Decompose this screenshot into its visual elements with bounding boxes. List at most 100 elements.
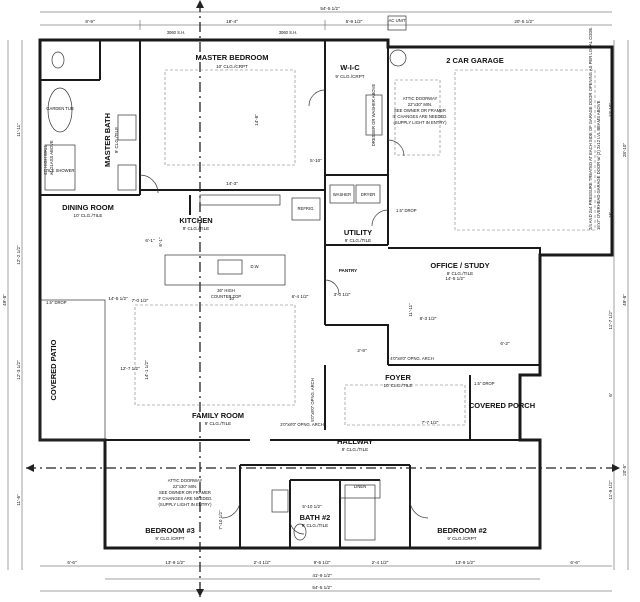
room-office-sub: 9' CLG./TILE <box>447 271 473 276</box>
tub-icon <box>344 484 376 541</box>
bottom-dim-2: 13'-9 1/2" <box>165 560 185 565</box>
garden-tub <box>47 87 73 133</box>
inner-dim: 12'-7 1/2" <box>120 366 140 371</box>
bottom-dim-4: 9'-5 1/2" <box>314 560 331 565</box>
interior-walls <box>40 40 541 548</box>
garage-attic-note: (SUPPLY LIGHT IN ENTRY) <box>394 120 448 125</box>
drop-label: 1.5" DROP <box>474 381 495 386</box>
overall-width-label: 54'-5 1/2" <box>320 6 340 11</box>
bottom-dim-6: 13'-9 1/2" <box>455 560 475 565</box>
right-total-3: 20'-5" <box>622 464 627 476</box>
door-swings <box>139 89 429 535</box>
room-pantry: PANTRY <box>339 268 357 273</box>
drop-label: 1.5" DROP <box>396 208 417 213</box>
inner-dim: 7'-0 1/2" <box>132 298 149 303</box>
ac-unit-label: AC UNIT <box>389 18 406 23</box>
room-dining-sub: 10' CLG./TILE <box>74 213 103 218</box>
top-dim-2: 18'-4" <box>226 19 238 24</box>
room-wic-sub: 9' CLG./CRPT <box>335 74 364 79</box>
sink-icon <box>217 259 243 275</box>
room-master-bath-sub: 9' CLG./TILE <box>114 127 119 153</box>
linen-closet <box>339 479 381 499</box>
washer-icon <box>329 184 355 204</box>
room-foyer-sub: 10' CLG./TILE <box>384 383 413 388</box>
dryer-icon <box>355 184 381 204</box>
inner-dim: 7'-7 1/2" <box>422 420 439 425</box>
room-bath-2-sub: 9' CLG./TILE <box>302 523 328 528</box>
room-kitchen-sub: 9' CLG./TILE <box>183 226 209 231</box>
bottom-overall-width: 54'-5 1/2" <box>312 585 332 590</box>
bedroom-attic-note: ATTIC DOORWAY <box>168 478 203 483</box>
inner-dim: 3'-0 1/2" <box>334 292 351 297</box>
kitchen-counter <box>199 194 281 206</box>
room-kitchen: KITCHEN <box>179 216 212 225</box>
room-covered-porch: COVERED PORCH <box>469 401 535 410</box>
top-dim-1: 8'-9" <box>85 19 95 24</box>
family-opening-note: 5'0"x8'0" OPNG. ARCH <box>310 378 315 421</box>
refrigerator-icon <box>291 197 321 221</box>
shower-icon <box>44 144 76 191</box>
counter-note: 36" HIGH <box>217 288 235 293</box>
right-dim-5: 11'-9 1/2" <box>608 480 613 499</box>
inner-dim: 14'-8" <box>254 114 259 126</box>
inner-dim: 2'-8" <box>357 348 367 353</box>
inner-dimensions: 14'-3" 14'-8" 14'-5 1/2" 5'-10" 10' 6'-1… <box>108 114 510 530</box>
refrig-label: REFRIG. <box>298 206 315 211</box>
inner-dim: 6'-4 1/2" <box>292 294 309 299</box>
toilet-icon <box>51 51 65 69</box>
room-labels: MASTER BEDROOM 10' CLG./CRPT W-I-C 9' CL… <box>49 53 535 541</box>
bottom-dim-7: 6'-6" <box>570 560 580 565</box>
inner-dim: 5'-10" <box>310 158 322 163</box>
room-garage: 2 CAR GARAGE <box>446 56 504 65</box>
room-bedroom-2-sub: 9' CLG./CRPT <box>447 536 476 541</box>
bottom-dim-5: 2'-4 1/2" <box>372 560 389 565</box>
dresser-label: DRESSER OR WASHER ABOVE <box>371 84 376 147</box>
room-bedroom-2: BEDROOM #2 <box>437 526 487 535</box>
garage-beam-note: 2/4 AND 2x4 PRESSURE TREATED AT EACH SID… <box>588 27 593 230</box>
room-bedroom-3: BEDROOM #3 <box>145 526 195 535</box>
water-heater-icon <box>389 49 407 67</box>
garage-attic-note: 22"x30" MIN. <box>408 102 432 107</box>
linen-label: LINEN <box>354 484 366 489</box>
top-dimensions: 54'-5 1/2" 8'-9" 18'-4" 5'-9 1/2" 20'-5 … <box>40 6 612 30</box>
room-family: FAMILY ROOM <box>192 411 244 420</box>
room-master-bath: MASTER BATH <box>103 113 112 167</box>
room-office: OFFICE / STUDY <box>430 261 489 270</box>
counter-note: COUNTER TOP <box>211 294 242 299</box>
window-label: 3060 S.H. <box>279 30 298 35</box>
top-dim-3: 5'-9 1/2" <box>346 19 363 24</box>
room-bedroom-3-sub: 9' CLG./CRPT <box>155 536 184 541</box>
inner-dim: 8'-3 1/2" <box>420 316 437 321</box>
kitchen-island <box>164 254 286 286</box>
right-dim-4: 6' <box>608 393 613 397</box>
dishwasher-label: D.W. <box>250 264 259 269</box>
washer-label: WASHER <box>333 192 351 197</box>
room-family-sub: 9' CLG./TILE <box>205 421 231 426</box>
covered-patio-outline <box>39 299 106 441</box>
bottom-inner-total: 41'-9 1/2" <box>312 573 332 578</box>
room-bath-2: BATH #2 <box>300 513 331 522</box>
room-covered-patio: COVERED PATIO <box>49 339 58 400</box>
bottom-dimensions: 6'-6" 13'-9 1/2" 2'-4 1/2" 9'-5 1/2" 2'-… <box>40 560 612 592</box>
bath-wall-note: w/ GLASS ABOVE <box>49 140 54 175</box>
inner-dim: 14'-5 1/2" <box>445 276 465 281</box>
bedroom-attic-note: 22"x30" MIN. <box>173 484 197 489</box>
dryer-label: DRYER <box>361 192 376 197</box>
notes: ATTIC DOORWAY 22"x30" MIN. SEE OWNER OR … <box>43 27 601 507</box>
left-dim-4: 11'-6" <box>16 494 21 506</box>
bottom-dim-3: 2'-4 1/2" <box>254 560 271 565</box>
bedroom-attic-note: (SUPPLY LIGHT IN ENTRY) <box>159 502 213 507</box>
bottom-dim-1: 6'-6" <box>67 560 77 565</box>
inner-dim: 6'-1" <box>145 238 155 243</box>
tile-shower-label: TILE SHOWER <box>46 168 75 173</box>
toilet-icon <box>293 523 307 541</box>
axis-lines <box>26 0 620 597</box>
garage-door-note: 16'x7' OVERHEAD GARAGE DOOR w/ (2) 2x12 … <box>596 100 601 230</box>
inner-dim: 5'-10 1/2" <box>302 504 322 509</box>
right-dimensions: 12'-10" 16' 11'-7 1/2" 6' 11'-9 1/2" 28'… <box>608 40 629 570</box>
right-total-2: 49'-8" <box>622 294 627 306</box>
inner-dim: 14'-3" <box>226 181 238 186</box>
sink-icon <box>117 164 137 191</box>
sink-icon <box>271 489 289 513</box>
